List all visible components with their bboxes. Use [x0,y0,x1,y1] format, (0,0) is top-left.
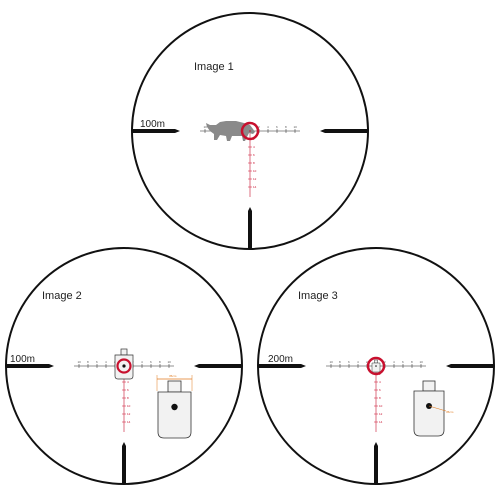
h-tick-label: 6 [402,360,404,364]
center-dot [122,364,126,368]
h-tick-label: 2 [384,360,386,364]
target-body [157,391,192,439]
h-tick-label: 10 [294,125,298,129]
v-tick-label: 12 [379,412,383,416]
v-tick-label: 10 [253,169,257,173]
h-tick-label: 4 [393,360,395,364]
h-tick-label: 8 [285,125,287,129]
vertical-ticks [122,373,126,423]
target-head [167,380,182,393]
target-body [413,390,445,437]
v-tick-label: 8 [253,161,255,165]
right-post [320,129,368,133]
h-tick-label: 2 [258,125,260,129]
h-tick-label: 10 [204,125,208,129]
center-dot [375,365,377,367]
h-tick-label: 8 [87,360,89,364]
right-post [194,364,242,368]
view-title: Image 2 [42,290,82,302]
h-tick-label: 6 [96,360,98,364]
v-tick-label: 6 [379,388,381,392]
target-head [422,380,436,392]
center-dot [249,130,251,132]
v-tick-label: 8 [127,396,129,400]
h-tick-label: 8 [339,360,341,364]
left-post [6,364,54,368]
h-tick-label: 2 [366,360,368,364]
v-tick-label: 4 [379,380,381,384]
view-title: Image 3 [298,290,338,302]
red-center-circle [116,358,132,374]
horizontal-tick-labels: 10 8 6 4 2 2 4 6 8 10 [330,360,424,364]
view-title: Image 1 [194,61,234,73]
v-tick-label: 6 [253,153,255,157]
v-tick-label: 8 [379,396,381,400]
h-tick-label: 4 [357,360,359,364]
v-tick-label: 14 [253,185,257,189]
range-label: 100m [10,354,35,365]
dimension-label: 35cm [446,410,454,414]
target-inset: 35cm [156,374,193,439]
bottom-post [122,442,126,484]
scope-view-2: Image 2 100m 10 8 6 4 2 2 4 6 8 10 [5,247,243,485]
v-tick-label: 10 [379,404,383,408]
dimension-label: 35cm [169,374,177,378]
h-tick-label: 4 [105,360,107,364]
v-tick-label: 10 [127,404,131,408]
target-silhouette [371,359,381,373]
bottom-post [374,442,378,484]
scope-view-1: Image 1 100m 10 8 6 4 2 2 4 6 8 10 [131,12,369,250]
dimension-line [428,405,447,412]
v-tick-label: 14 [127,420,131,424]
h-tick-label: 6 [150,360,152,364]
range-label: 100m [140,119,165,130]
h-tick-label: 10 [330,360,334,364]
v-tick-label: 6 [127,388,129,392]
range-label: 200m [268,354,293,365]
v-tick-label: 12 [253,177,257,181]
v-tick-label: 14 [379,420,383,424]
h-tick-label: 6 [348,360,350,364]
red-center-circle [240,121,260,141]
left-post [132,129,180,133]
bottom-post [248,207,252,249]
h-tick-label: 4 [267,125,269,129]
scope-view-3: Image 3 200m 10 8 6 4 2 2 4 6 8 10 [257,247,495,485]
left-post [258,364,306,368]
h-tick-label: 6 [276,125,278,129]
target-inset: 35cm [413,380,454,437]
h-tick-label: 10 [420,360,424,364]
target-bullseye [171,403,178,411]
right-post [446,364,494,368]
h-tick-label: 8 [159,360,161,364]
v-tick-label: 12 [127,412,131,416]
h-tick-label: 4 [141,360,143,364]
v-tick-label: 4 [127,380,129,384]
h-tick-label: 10 [78,360,82,364]
red-center-circle [366,356,386,376]
v-tick-label: 4 [253,145,255,149]
h-tick-label: 8 [411,360,413,364]
h-tick-label: 10 [168,360,172,364]
